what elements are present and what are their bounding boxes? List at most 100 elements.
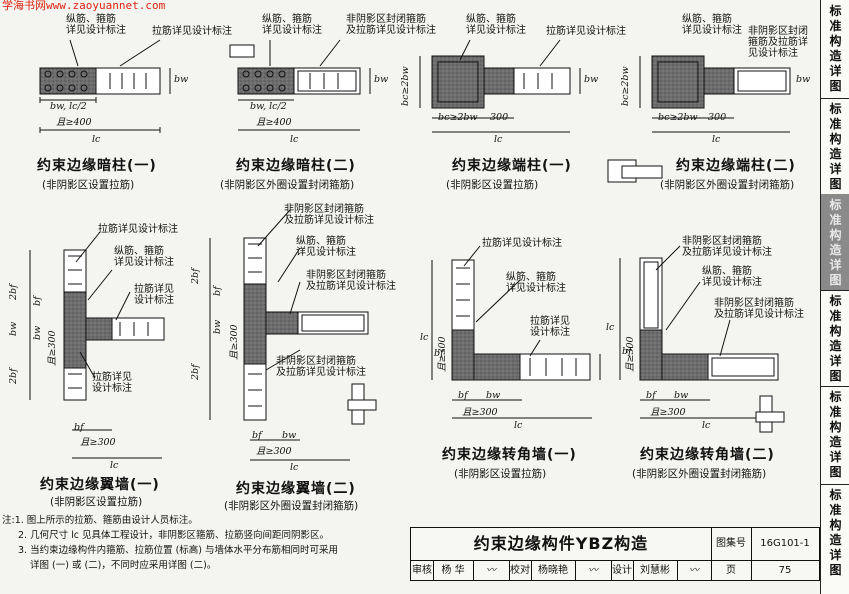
fig1-note-1: 纵筋、箍筋 详见设计标注 xyxy=(66,14,126,36)
fig7-title: 约束边缘转角墙(一) xyxy=(442,447,577,463)
sidebar-tab-1[interactable]: 标准构造详图 xyxy=(821,0,849,99)
note-2: 2. 几何尺寸 lc 见具体工程设计，非阴影区箍筋、拉筋竖向间距同阴影区。 xyxy=(18,530,329,541)
sidebar-tab-3-active[interactable]: 标准构造详图 xyxy=(821,194,849,291)
fig8-subtitle: (非阴影区外圈设置封闭箍筋) xyxy=(632,468,767,480)
review-label: 审核 xyxy=(411,561,434,580)
fig6-note-1: 非阴影区封闭箍筋 及拉筋详见设计标注 xyxy=(284,204,374,226)
fig1-dim-2: 且≥400 xyxy=(56,117,92,128)
figure-zhuanjiao-1 xyxy=(431,245,601,419)
fig7-dim-6: bf xyxy=(434,348,444,359)
figure-duanzhu-1 xyxy=(419,39,581,133)
figure-anzhu-2 xyxy=(229,39,371,131)
fig5-note-4: 拉筋详见 设计标注 xyxy=(92,372,132,394)
fig4-dim-5: bw xyxy=(796,74,811,85)
fig8-dim-4: lc xyxy=(702,420,711,431)
figure-yiqiang-1 xyxy=(29,231,165,459)
fig5-dim-3: lc xyxy=(110,460,119,471)
sidebar-tab-label: 标准构造详图 xyxy=(829,390,842,479)
fig6-dim-1: bf xyxy=(252,430,262,441)
fig6-dim-5: 2bf xyxy=(190,268,201,284)
page-label: 页 xyxy=(711,561,752,580)
fig3-note-2: 拉筋详见设计标注 xyxy=(546,26,626,37)
fig7-dim-2: bw xyxy=(486,390,501,401)
sidebar-tab-label: 标准构造详图 xyxy=(829,102,842,191)
fig1-dim-4: bw xyxy=(174,74,189,85)
fig7-dim-4: lc xyxy=(514,420,523,431)
fig4-dim-1: bc≥2bw xyxy=(658,112,698,123)
fig6-dim-8: 且≥300 xyxy=(229,324,240,360)
atlas-number: 16G101-1 xyxy=(751,528,819,561)
fig3-dim-5: bw xyxy=(584,74,599,85)
fig6-dim-2: bw xyxy=(282,430,297,441)
checker-signature: 〰 xyxy=(575,561,612,580)
fig8-note-2: 纵筋、箍筋 详见设计标注 xyxy=(702,266,762,288)
fig6-dim-4: lc xyxy=(290,462,299,473)
figure-duanzhu-2 xyxy=(607,55,791,183)
fig6-note-3: 非阴影区封闭箍筋 及拉筋详见设计标注 xyxy=(306,270,396,292)
fig2-subtitle: (非阴影区外圈设置封闭箍筋) xyxy=(220,179,355,191)
drawing-svg xyxy=(29,39,791,461)
figure-anzhu-1 xyxy=(39,39,171,133)
fig5-note-3: 拉筋详见 设计标注 xyxy=(134,284,174,306)
fig8-dim-5: lc xyxy=(606,322,615,333)
fig5-dim-6: 2bf xyxy=(8,368,19,384)
fig5-dim-1: bf xyxy=(74,422,84,433)
sidebar-tab-label: 标准构造详图 xyxy=(829,198,842,287)
figure-yiqiang-2 xyxy=(209,209,377,461)
fig3-dim-2: 300 xyxy=(490,112,509,123)
section-sidebar: 标准构造详图 标准构造详图 标准构造详图 标准构造详图 标准构造详图 标准构造详… xyxy=(820,0,849,594)
fig8-dim-2: bw xyxy=(674,390,689,401)
fig3-note-1: 纵筋、箍筋 详见设计标注 xyxy=(466,14,526,36)
sidebar-tab-5[interactable]: 标准构造详图 xyxy=(821,386,849,485)
fig7-note-1: 拉筋详见设计标注 xyxy=(482,238,562,249)
fig5-dim-7: bf xyxy=(32,296,43,306)
fig6-title: 约束边缘翼墙(二) xyxy=(236,481,356,497)
fig5-title: 约束边缘翼墙(一) xyxy=(40,477,160,493)
fig7-dim-7: 且≥300 xyxy=(437,336,448,372)
fig2-note-1: 纵筋、箍筋 详见设计标注 xyxy=(262,14,322,36)
fig7-subtitle: (非阴影区设置拉筋) xyxy=(454,468,547,480)
note-3: 3. 当约束边缘构件内箍筋、拉筋位置 (标高) 与墙体水平分布筋相同时可采用 xyxy=(18,545,339,556)
fig2-note-2: 非阴影区封闭箍筋 及拉筋详见设计标注 xyxy=(346,14,436,36)
fig2-dim-1: bw, lc/2 xyxy=(250,101,287,112)
fig8-note-1: 非阴影区封闭箍筋 及拉筋详见设计标注 xyxy=(682,236,772,258)
fig1-subtitle: (非阴影区设置拉筋) xyxy=(42,179,135,191)
fig8-dim-1: bf xyxy=(646,390,656,401)
fig2-dim-4: bw xyxy=(374,74,389,85)
fig5-note-1: 拉筋详见设计标注 xyxy=(98,224,178,235)
fig4-dim-2: 300 xyxy=(708,112,727,123)
fig5-dim-2: 且≥300 xyxy=(80,437,116,448)
fig3-dim-4: bc≥2bw xyxy=(400,66,411,106)
atlas-label: 图集号 xyxy=(711,528,752,561)
checker: 杨晓艳 xyxy=(531,561,576,580)
note-4: 详图 (一) 或 (二)，不同时应采用详图 (二)。 xyxy=(30,560,217,571)
fig5-subtitle: (非阴影区设置拉筋) xyxy=(50,496,143,508)
fig3-subtitle: (非阴影区设置拉筋) xyxy=(446,179,539,191)
fig1-note-2: 拉筋详见设计标注 xyxy=(152,26,232,37)
sidebar-tab-label: 标准构造详图 xyxy=(829,294,842,383)
designer: 刘慧彬 xyxy=(633,561,678,580)
sidebar-tab-4[interactable]: 标准构造详图 xyxy=(821,290,849,387)
fig3-dim-1: bc≥2bw xyxy=(438,112,478,123)
fig3-title: 约束边缘端柱(一) xyxy=(452,158,572,174)
designer-signature: 〰 xyxy=(677,561,712,580)
sidebar-tab-label: 标准构造详图 xyxy=(829,4,842,93)
fig6-note-4: 非阴影区封闭箍筋 及拉筋详见设计标注 xyxy=(276,356,366,378)
fig4-note-2: 非阴影区封闭 箍筋及拉筋详 见设计标注 xyxy=(748,26,808,59)
fig5-dim-4: 2bf xyxy=(8,284,19,300)
fig5-note-2: 纵筋、箍筋 详见设计标注 xyxy=(114,246,174,268)
fig7-dim-5: lc xyxy=(420,332,429,343)
sidebar-tab-6[interactable]: 标准构造详图 xyxy=(821,484,849,593)
fig2-dim-2: 且≥400 xyxy=(256,117,292,128)
fig4-dim-3: lc xyxy=(712,134,721,145)
sidebar-tab-2[interactable]: 标准构造详图 xyxy=(821,98,849,195)
design-label: 设计 xyxy=(611,561,634,580)
fig7-dim-1: bf xyxy=(458,390,468,401)
fig8-title: 约束边缘转角墙(二) xyxy=(640,447,775,463)
fig3-dim-3: lc xyxy=(494,134,503,145)
fig2-dim-3: lc xyxy=(290,134,299,145)
general-notes: 注:1. 图上所示的拉筋、箍筋由设计人员标注。 2. 几何尺寸 lc 见具体工程… xyxy=(0,513,410,573)
fig6-dim-6: bf xyxy=(212,286,223,296)
fig8-dim-6: bf xyxy=(622,346,632,357)
fig8-dim-3: 且≥300 xyxy=(650,407,686,418)
